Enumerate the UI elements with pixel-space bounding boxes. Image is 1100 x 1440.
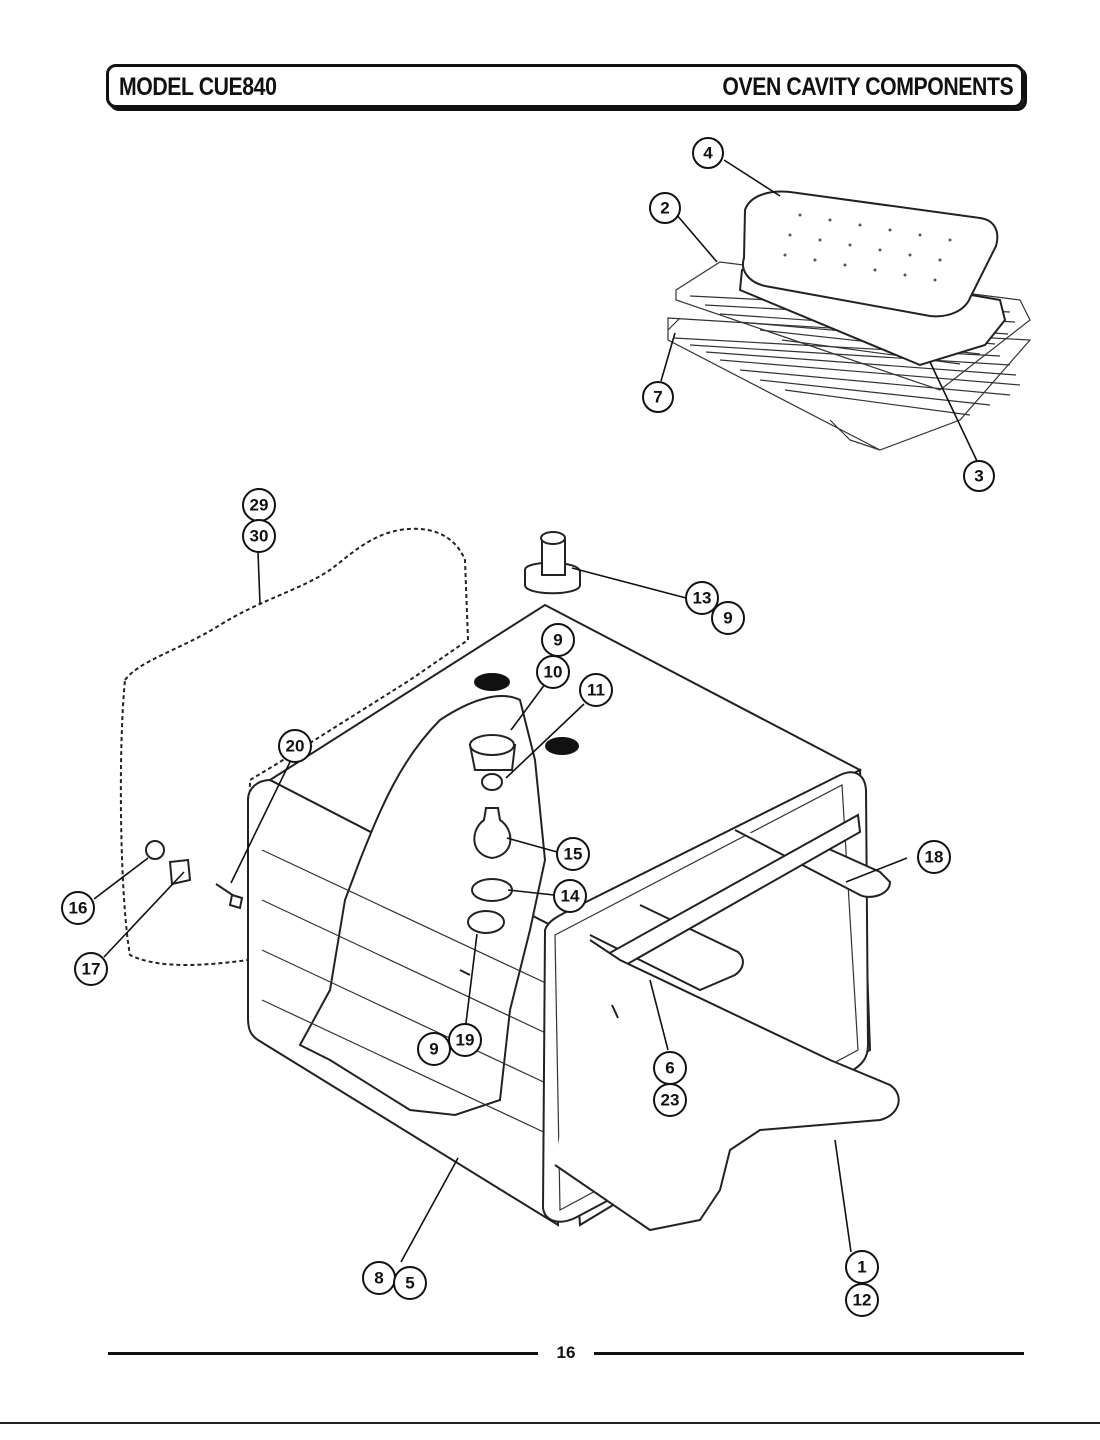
- callout-10: 10: [536, 655, 570, 689]
- page-number: 16: [556, 1343, 576, 1362]
- callout-9-lens: 9: [417, 1032, 451, 1066]
- svg-text:13: 13: [693, 589, 712, 608]
- svg-text:5: 5: [405, 1274, 414, 1293]
- callout-15: 15: [556, 837, 590, 871]
- svg-text:10: 10: [544, 663, 563, 682]
- callout-30: 30: [242, 519, 276, 553]
- callout-9-socket: 9: [541, 623, 575, 657]
- callout-20: 20: [278, 729, 312, 763]
- lamp-gasket: [467, 910, 505, 934]
- callout-1: 1: [845, 1250, 879, 1284]
- callout-14: 14: [553, 879, 587, 913]
- footer-rule-right: [594, 1352, 1024, 1355]
- callout-18: 18: [917, 840, 951, 874]
- svg-text:6: 6: [665, 1059, 674, 1078]
- svg-text:2: 2: [660, 199, 669, 218]
- lamp-socket-top: [524, 531, 581, 595]
- callout-5: 5: [393, 1266, 427, 1300]
- svg-text:19: 19: [456, 1031, 475, 1050]
- bake-element: [554, 939, 900, 1232]
- model-title: MODEL CUE840: [119, 73, 277, 101]
- oven-light-bulb: [473, 807, 512, 860]
- section-title: OVEN CAVITY COMPONENTS: [722, 73, 1013, 101]
- callout-17: 17: [74, 952, 108, 986]
- svg-text:9: 9: [723, 609, 732, 628]
- callout-9-top: 9: [711, 601, 745, 635]
- svg-text:12: 12: [853, 1291, 872, 1310]
- callout-7: 7: [642, 381, 674, 413]
- svg-text:14: 14: [561, 887, 580, 906]
- lamp-lens: [471, 878, 513, 902]
- lamp-socket: [468, 734, 517, 791]
- callout-23: 23: [653, 1083, 687, 1117]
- bottom-rule: [0, 1422, 1100, 1424]
- callout-4: 4: [692, 137, 724, 169]
- svg-text:9: 9: [429, 1040, 438, 1059]
- broil-element: [589, 813, 892, 992]
- screws: [145, 840, 619, 1019]
- svg-text:29: 29: [250, 496, 269, 515]
- svg-text:20: 20: [286, 737, 305, 756]
- svg-text:8: 8: [374, 1269, 383, 1288]
- svg-text:11: 11: [587, 681, 605, 700]
- svg-text:16: 16: [69, 899, 88, 918]
- broiler-pan: [742, 190, 999, 318]
- callout-6: 6: [653, 1051, 687, 1085]
- svg-text:1: 1: [857, 1258, 866, 1277]
- callout-13: 13: [685, 581, 719, 615]
- callout-8: 8: [362, 1261, 396, 1295]
- callout-11: 11: [579, 673, 613, 707]
- svg-text:4: 4: [703, 144, 713, 163]
- svg-text:7: 7: [653, 388, 662, 407]
- callout-3: 3: [963, 460, 995, 492]
- leader-lines: [93, 159, 978, 1263]
- callout-12: 12: [845, 1283, 879, 1317]
- callout-2: 2: [649, 192, 681, 224]
- svg-text:30: 30: [250, 527, 269, 546]
- callout-19: 19: [448, 1023, 482, 1057]
- svg-text:23: 23: [661, 1091, 680, 1110]
- header-bar: MODEL CUE840 OVEN CAVITY COMPONENTS: [106, 64, 1024, 108]
- callout-29: 29: [242, 488, 276, 522]
- callout-16: 16: [61, 891, 95, 925]
- svg-text:18: 18: [925, 848, 944, 867]
- footer-rule-left: [108, 1352, 538, 1355]
- svg-text:3: 3: [974, 467, 983, 486]
- svg-text:17: 17: [82, 960, 101, 979]
- svg-text:9: 9: [553, 631, 562, 650]
- svg-text:15: 15: [564, 845, 583, 864]
